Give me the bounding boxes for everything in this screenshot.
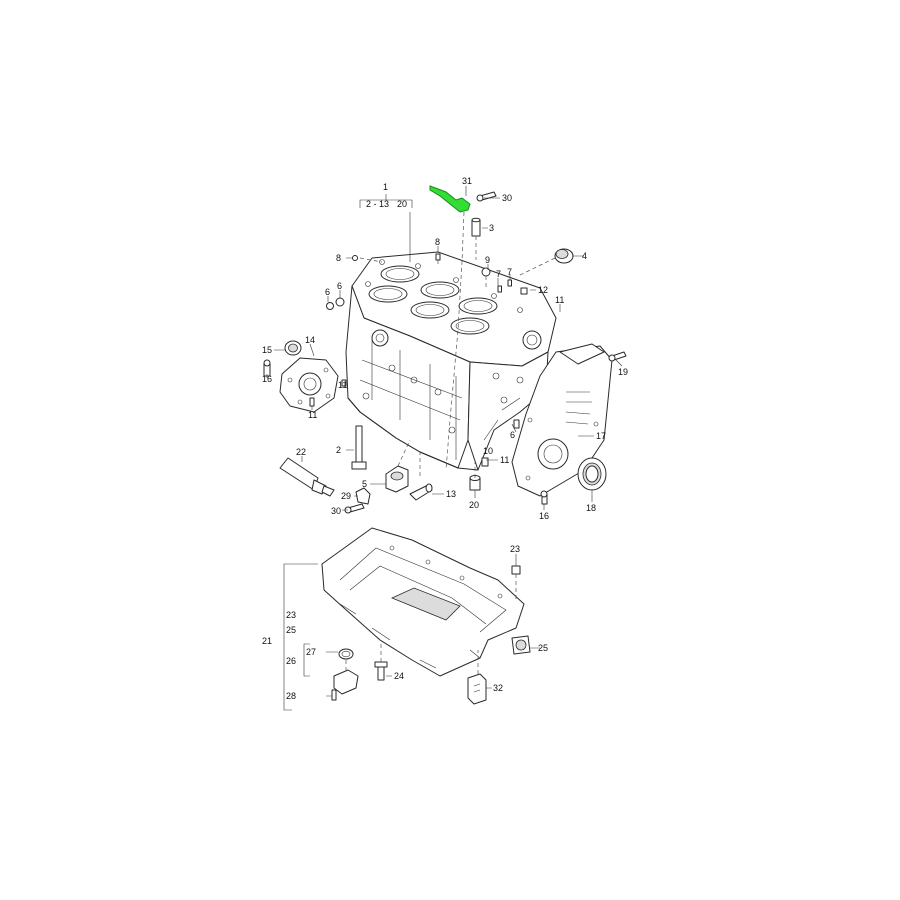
sleeve-part-3 — [471, 217, 481, 260]
label-9: 9 — [485, 255, 490, 265]
mount-part-25 — [511, 635, 531, 655]
label-22: 22 — [296, 447, 306, 457]
label-7b: 7 — [507, 267, 512, 277]
label-16a: 16 — [262, 374, 272, 384]
label-4: 4 — [582, 251, 587, 261]
dipstick-guide-part-31[interactable] — [429, 185, 471, 471]
oil-pan-part-21 — [321, 527, 525, 677]
label-30-top: 30 — [502, 193, 512, 203]
label-10: 10 — [483, 446, 493, 456]
label-13: 13 — [446, 489, 456, 499]
engine-block — [345, 251, 557, 471]
label-15: 15 — [262, 345, 272, 355]
label-29: 29 — [341, 491, 351, 501]
label-26: 26 — [286, 656, 296, 666]
small-plugs — [326, 253, 528, 310]
label-28: 28 — [286, 691, 296, 701]
label-27: 27 — [306, 647, 316, 657]
seal-part-18 — [577, 457, 607, 491]
label-11a: 11 — [555, 295, 564, 305]
part-13 — [409, 483, 433, 501]
label-17: 17 — [596, 431, 606, 441]
label-18: 18 — [586, 503, 596, 513]
label-23: 23 — [286, 610, 296, 620]
label-12: 12 — [538, 285, 548, 295]
pickup-part-26 — [333, 660, 359, 695]
label-31[interactable]: 31 — [462, 176, 472, 186]
leader-dashes-block — [397, 439, 476, 478]
part-29 — [355, 487, 371, 505]
label-26-bracket — [303, 643, 310, 677]
label-32: 32 — [493, 683, 503, 693]
label-2: 2 — [336, 445, 341, 455]
seal-part-15 — [284, 340, 302, 356]
leader-lines — [266, 186, 623, 697]
head-bolt-part-2 — [351, 425, 367, 470]
label-24: 24 — [394, 671, 404, 681]
label-6a: 6 — [325, 287, 330, 297]
callout-labels: 1 2 - 13 20 31 30 3 4 8 8 9 7 7 12 6 6 1… — [262, 176, 628, 701]
screw-part-28 — [331, 689, 337, 701]
label-8a: 8 — [336, 253, 341, 263]
label-25a: 25 — [286, 625, 296, 635]
label-8b: 8 — [435, 237, 440, 247]
label-21: 21 — [262, 636, 272, 646]
label-11d: 11 — [500, 455, 509, 465]
label-6c: 6 — [510, 430, 515, 440]
label-30-bottom: 30 — [331, 506, 341, 516]
label-23-top: 23 — [510, 544, 520, 554]
cover-part-14 — [279, 357, 339, 413]
label-11b: 11 — [338, 380, 347, 390]
bolt-part-24 — [374, 640, 388, 681]
sealant-tube-part-22 — [279, 457, 335, 497]
label-11c: 11 — [308, 410, 317, 420]
label-2-13: 2 - 13 — [366, 199, 389, 209]
label-20-bottom: 20 — [469, 500, 479, 510]
o-ring-part-27 — [338, 648, 354, 660]
label-16b: 16 — [539, 511, 549, 521]
plug-part-4 — [517, 248, 574, 277]
label-6b: 6 — [337, 281, 342, 291]
label-5: 5 — [362, 479, 367, 489]
sensor-part-32 — [467, 650, 487, 705]
bolt-part-30-top — [476, 191, 497, 202]
part-5 — [385, 465, 409, 493]
label-1-bracket — [359, 194, 413, 262]
label-25b: 25 — [538, 643, 548, 653]
label-19: 19 — [618, 367, 628, 377]
part-30-bottom — [344, 503, 365, 514]
bolts-19-16-right — [481, 351, 627, 505]
label-1: 1 — [383, 182, 388, 192]
label-21-bracket — [283, 563, 318, 711]
label-14: 14 — [305, 335, 315, 345]
label-3: 3 — [489, 223, 494, 233]
label-7a: 7 — [496, 269, 501, 279]
bolts-16-11-left — [263, 359, 347, 407]
label-20-top: 20 — [397, 199, 407, 209]
